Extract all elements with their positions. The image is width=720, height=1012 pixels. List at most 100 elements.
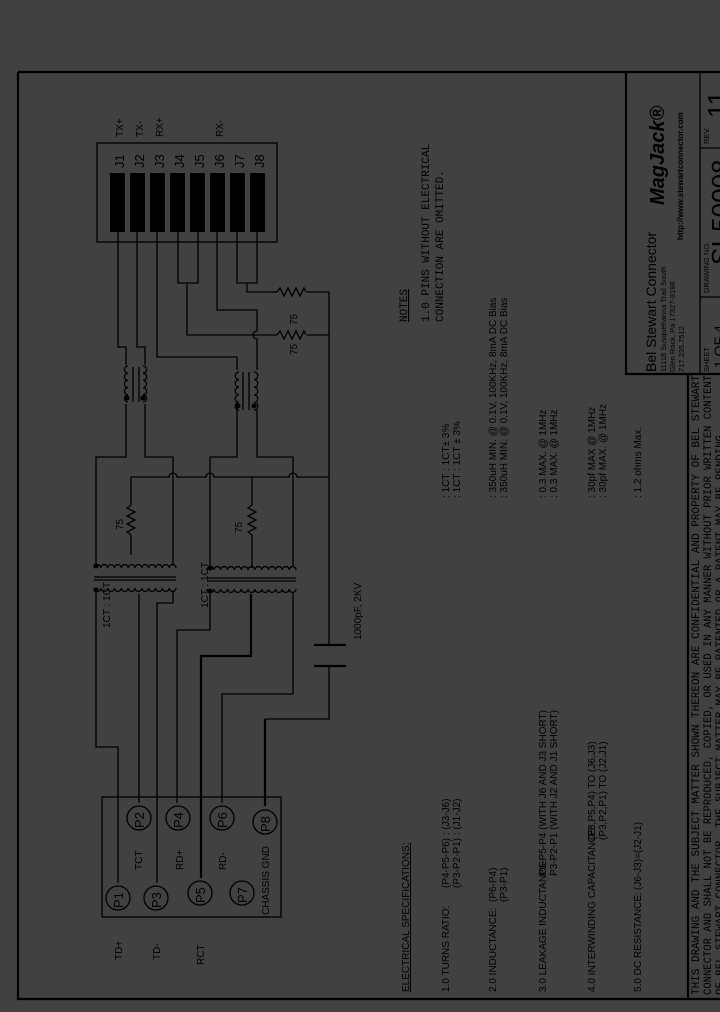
spec-condition: (P3-P1) bbox=[499, 868, 510, 902]
company-address-line: 717.235.7512 bbox=[677, 326, 686, 372]
spec-value: : 350uH MIN. @ 0.1V, 100KHz, 8mA DC Bias bbox=[499, 298, 510, 498]
plug-pin-circle bbox=[252, 809, 278, 835]
turns-ratio-label: 1CT : 1CT bbox=[200, 562, 211, 608]
spec-condition: P6-P5-P4 (WITH J6 AND J3 SHORT) bbox=[538, 710, 549, 876]
drawing-frame bbox=[16, 70, 720, 1001]
spec-label: 5.0 DC RESISTANCE: bbox=[633, 892, 644, 992]
sheet-label: SHEET bbox=[702, 347, 711, 372]
plug-pin-label: P4 bbox=[171, 812, 186, 828]
company-url: http://www.stewartconnector.com bbox=[676, 112, 685, 240]
transformer-winding bbox=[93, 587, 177, 592]
plug-pin-label: P3 bbox=[149, 892, 164, 908]
spec-condition: (P3-P2-P1) : (J1-J2) bbox=[452, 799, 463, 888]
plug-box bbox=[101, 796, 282, 918]
spec-label: 4.0 INTERWINDING CAPACITANCE: bbox=[587, 826, 598, 992]
jack-pin-contact bbox=[190, 173, 205, 232]
td-plus-label: TD+ bbox=[114, 941, 125, 960]
jack-pin-label: J2 bbox=[132, 154, 147, 168]
jack-signal-label: RX- bbox=[215, 120, 226, 137]
choke-winding bbox=[123, 365, 129, 403]
jack-pin-label: J1 bbox=[112, 154, 127, 168]
plug-pin-label: P6 bbox=[215, 812, 230, 828]
rct-label: RCT bbox=[196, 944, 207, 965]
td-minus-label: TD- bbox=[152, 943, 163, 960]
choke-winding bbox=[234, 371, 240, 411]
plug-pin-circle bbox=[126, 805, 152, 831]
spec-condition: (P8,P5,P4) TO (J6,J3) bbox=[587, 741, 598, 840]
spec-value: : 350uH MIN. @ 0.1V, 100KHz, 8mA DC Bias bbox=[488, 298, 499, 498]
jack-signal-label: RX+ bbox=[155, 117, 166, 137]
plug-pin-circle bbox=[143, 885, 169, 911]
plug-pin-circle bbox=[105, 885, 131, 911]
plug-pin-circle bbox=[229, 880, 255, 906]
plug-pin-label: P5 bbox=[193, 887, 208, 903]
disclaimer-line: THIS DRAWING AND THE SUBJECT MATTER SHOW… bbox=[691, 375, 703, 995]
jack-pin-label: J8 bbox=[252, 154, 267, 168]
jack-pin-label: J7 bbox=[232, 154, 247, 168]
resistor-value-label: 75 bbox=[234, 521, 245, 533]
jack-pin-contact bbox=[210, 173, 225, 232]
jack-pin-contact bbox=[130, 173, 145, 232]
spec-condition: (P3,P2,P1) TO (J2,J1) bbox=[598, 741, 609, 840]
spec-value: : 1.2 ohms Max. bbox=[633, 427, 644, 498]
spec-condition: (P4-P5-P6) : (J3-J6) bbox=[441, 799, 452, 888]
tct-label: TCT bbox=[134, 851, 145, 870]
jack-pin-contact bbox=[170, 173, 185, 232]
revision-value: 11 bbox=[702, 91, 720, 118]
company-name: Bel Stewart Connector bbox=[643, 232, 659, 372]
wiring bbox=[93, 232, 346, 883]
company-address-line: 11118 Susquehanna Trail South bbox=[659, 267, 668, 373]
notes-title: NOTES bbox=[399, 289, 411, 322]
plug-pin-label: P2 bbox=[132, 812, 147, 828]
resistor-value-label: 75 bbox=[115, 518, 126, 530]
magjack-logo: MagJack® bbox=[647, 106, 669, 205]
spec-value: : 1CT : 1CT± 3% bbox=[441, 424, 452, 498]
plug-pin-label: P7 bbox=[235, 887, 250, 903]
transformer-winding bbox=[206, 566, 297, 571]
spec-value: : 0.3 MAX. @ 1MHz bbox=[549, 409, 560, 498]
disclaimer-line: OF BEL STEWART CONNECTOR. THE SUBJECT MA… bbox=[715, 435, 720, 995]
rd-plus-label: RD+ bbox=[175, 850, 186, 870]
resistor-value-label: 75 bbox=[289, 313, 300, 325]
note-line: CONNECTION ARE OMITTED. bbox=[435, 170, 447, 322]
spec-condition: (P6-P4) bbox=[488, 868, 499, 902]
polarity-dot bbox=[207, 588, 213, 594]
jack-pin-label: J3 bbox=[152, 154, 167, 168]
jack-pin-label: J4 bbox=[172, 154, 187, 168]
jack-pin-contact bbox=[230, 173, 245, 232]
resistor-value-label: 75 bbox=[289, 343, 300, 355]
rd-minus-label: RD- bbox=[218, 852, 229, 870]
polarity-dot bbox=[207, 565, 213, 571]
chassis-gnd-label: CHASSIS GND bbox=[261, 846, 272, 915]
jack-pin-contact bbox=[110, 173, 125, 232]
spec-condition: P3-P2-P1 (WITH J2 AND J1 SHORT) bbox=[549, 710, 560, 876]
polarity-dot bbox=[93, 587, 99, 593]
note-line: 1.0 PINS WITHOUT ELECTRICAL bbox=[421, 144, 433, 322]
plug-pin-circle bbox=[209, 805, 235, 831]
spec-label: 2.0 INDUCTANCE: bbox=[488, 908, 499, 992]
drawing-number-label: DRAWING NO. bbox=[702, 242, 711, 293]
polarity-dot bbox=[124, 395, 130, 401]
disclaimer-line: CONNECTOR AND SHALL NOT BE REPRODUCED, C… bbox=[703, 375, 715, 995]
revision-label: REV. bbox=[702, 127, 711, 144]
capacitor-value-label: 1000pF, 2KV bbox=[353, 582, 364, 640]
sheet-value: 1 OF 4 bbox=[711, 325, 720, 368]
transformer-winding bbox=[206, 588, 297, 593]
jack-pin-contact bbox=[150, 173, 165, 232]
rj45-jack bbox=[96, 142, 278, 243]
plug-pin-circle bbox=[165, 805, 191, 831]
jack-signal-label: TX- bbox=[135, 121, 146, 137]
plug-pin-circle bbox=[187, 880, 213, 906]
choke-winding bbox=[142, 365, 148, 403]
spec-condition: (J6-J3)=(J2-J1) bbox=[633, 822, 644, 890]
drawing-number-value: SI-50008 bbox=[706, 159, 720, 265]
spec-label: 3.0 LEAKAGE INDUCTANCE: bbox=[538, 858, 549, 992]
capacitor bbox=[314, 643, 346, 668]
transformer-winding bbox=[93, 564, 177, 569]
jack-pin-label: J5 bbox=[192, 154, 207, 168]
spec-value: : 0.3 MAX. @ 1MHz bbox=[538, 409, 549, 498]
spec-value: : 30pf MAX @ 1MHz bbox=[587, 407, 598, 498]
polarity-dot bbox=[251, 403, 257, 409]
polarity-dot bbox=[93, 563, 99, 569]
